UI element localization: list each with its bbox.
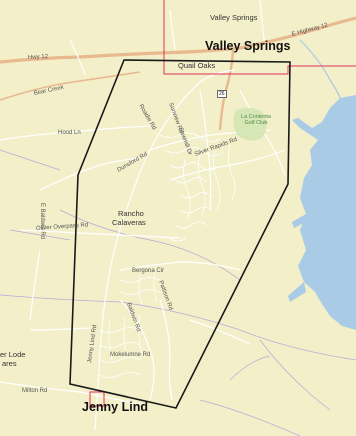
label-lode-2: ares [2,359,17,368]
lake-inlet [292,118,322,140]
lake [298,95,356,330]
label-rancho-calaveras-1: Rancho [118,209,144,218]
label-bergona: Bergona Cir [132,268,165,274]
label-road-tiny-5: E Baldwin Rd [39,203,45,240]
highway-12 [0,16,356,64]
label-quail-oaks: Quail Oaks [178,61,216,70]
subdivision-streets [99,132,236,378]
label-jenny-lind: Jenny Lind [82,400,148,414]
streams [0,149,356,436]
lake-inlet-2 [288,282,306,302]
label-mokelumne: Mokelumne Rd [110,352,151,358]
label-lode-1: er Lode [0,350,26,359]
city-limit-jenny-lind [89,391,105,407]
golf-course-area [233,107,267,141]
stream-top-right [299,39,341,99]
label-valley-springs: Valley Springs [205,39,291,53]
label-rancho-calaveras-2: Calaveras [112,218,146,227]
study-area-boundary [69,59,291,409]
route-26-shield: 26 [217,90,227,98]
city-limit-valley-springs [163,0,356,75]
label-road-tiny-4: Hood Ln [58,130,81,136]
label-hwy-12-west: Hwy 12 [27,53,49,61]
lake-inlet-3 [292,214,306,228]
label-la-contenta-golf-club: La Contenta Golf Club [241,114,271,126]
label-valley-springs-small: Valley Springs [210,13,258,22]
label-milton-rd: Milton Rd [22,388,48,394]
